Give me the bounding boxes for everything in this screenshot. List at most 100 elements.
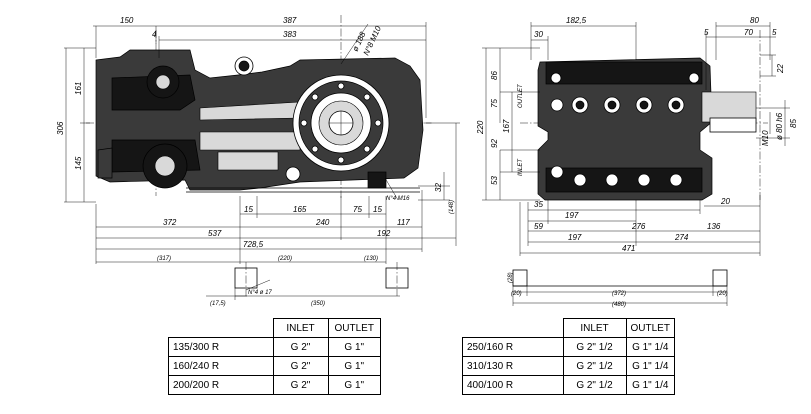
outlet-cell: G 1" [327,337,381,357]
connection-table-right: INLET OUTLET 250/160 R G 2" 1/2 G 1" 1/4… [462,318,675,395]
table-row: 310/130 R G 2" 1/2 G 1" 1/4 [462,356,675,376]
inlet-cell: G 2" [272,337,329,357]
table-row: 400/100 R G 2" 1/2 G 1" 1/4 [462,375,675,395]
dim-192: 192 [377,229,391,238]
dim-387: 387 [283,16,297,25]
front-flange [292,74,390,172]
inlet-cell: G 2" 1/2 [562,375,627,395]
dim-317: (317) [157,256,171,262]
inlet-cell: G 2" [272,356,329,376]
front-view: 150 387 383 4 ø 188 N°8 M10 161 306 145 … [56,15,460,307]
model-cell: 160/240 R [168,356,274,376]
dim-306: 306 [56,121,65,135]
side-dimension-labels: 182,5 30 80 5 70 5 22 86 220 75 167 92 5… [476,16,798,308]
dim-15b: 15 [373,205,382,214]
dim-59: 59 [534,222,543,231]
dim-75: 75 [353,205,362,214]
dim-471: 471 [622,244,635,253]
inlet-cell: G 2" 1/2 [562,356,627,376]
dim-4: 4 [152,30,157,39]
outlet-cell: G 1" 1/4 [625,337,675,357]
dim-165: 165 [293,205,307,214]
connection-table-left: INLET OUTLET 135/300 R G 2" G 1" 160/240… [168,318,381,395]
dim-70: 70 [744,28,753,37]
dim-30: 30 [534,30,543,39]
dim-32: 32 [434,183,443,192]
dim-m10: N°8 M10 [362,24,384,57]
header-inlet: INLET [562,318,627,338]
dim-86: 86 [490,71,499,80]
dim-145: 145 [74,156,83,170]
dim-5a: 5 [704,28,709,37]
dim-383: 383 [283,30,297,39]
dim-85: 85 [789,119,798,128]
dim-197a: 197 [565,211,579,220]
dim-372: 372 [163,218,177,227]
manifold-body [537,57,757,201]
dim-5b: 5 [772,28,777,37]
outlet-cell: G 1" [327,356,381,376]
dim-136: 136 [707,222,721,231]
dim-220: (220) [278,256,292,262]
dim-75: 75 [490,99,499,108]
dim-130: (130) [364,256,378,262]
inlet-cell: G 2" [272,375,329,395]
model-cell: 250/160 R [462,337,564,357]
dim-537: 537 [208,229,222,238]
dim-phi17: N°4 ø 17 [248,290,272,296]
dim-53: 53 [490,176,499,185]
dim-phi80: ø 80 h6 [775,112,784,140]
valve-caps [571,96,685,187]
table-header-row: INLET OUTLET [462,318,675,338]
dim-7285: 728,5 [243,240,264,249]
side-view: 182,5 30 80 5 70 5 22 86 220 75 167 92 5… [476,16,798,308]
dim-274: 274 [674,233,689,242]
dim-20b: (20) [511,291,522,297]
dim-350: (350) [311,301,325,307]
header-outlet: OUTLET [327,318,381,338]
outlet-cell: G 1" 1/4 [625,375,675,395]
model-cell: 400/100 R [462,375,564,395]
model-cell: 310/130 R [462,356,564,376]
dim-480: (480) [612,302,626,308]
front-dimension-lines [64,22,460,300]
dim-148: (148) [449,200,455,214]
dim-17-5: (17,5) [210,301,226,307]
table-row: 200/200 R G 2" G 1" [168,375,381,395]
dim-276: 276 [631,222,646,231]
dim-167: 167 [502,119,511,133]
outlet-cell: G 1" 1/4 [625,356,675,376]
dim-20c: (20) [717,291,728,297]
dim-80: 80 [750,16,759,25]
dim-197b: 197 [568,233,582,242]
dim-150: 150 [120,16,134,25]
dim-220: 220 [476,120,485,135]
dim-372: (372) [612,291,626,297]
dim-182-5: 182,5 [566,16,587,25]
dim-92: 92 [490,139,499,148]
outlet-label: OUTLET [518,83,524,108]
dim-15a: 15 [244,205,253,214]
table-row: 250/160 R G 2" 1/2 G 1" 1/4 [462,337,675,357]
header-inlet: INLET [272,318,329,338]
dim-m10: M10 [761,130,770,146]
outlet-cell: G 1" [327,375,381,395]
table-row: 160/240 R G 2" G 1" [168,356,381,376]
dim-35: 35 [534,200,543,209]
table-header-row: INLET OUTLET [168,318,381,338]
dim-20: 20 [720,197,730,206]
dim-22: 22 [776,64,785,74]
header-outlet: OUTLET [625,318,675,338]
model-cell: 135/300 R [168,337,274,357]
dim-117: 117 [397,218,410,227]
side-dimension-lines [482,22,790,306]
dim-161: 161 [74,82,83,95]
inlet-label: INLET [518,158,524,176]
dim-m16: N°4 M16 [386,196,410,202]
table-row: 135/300 R G 2" G 1" [168,337,381,357]
dim-28: (28) [508,272,514,283]
model-cell: 200/200 R [168,375,274,395]
dim-240: 240 [315,218,330,227]
inlet-cell: G 2" 1/2 [562,337,627,357]
